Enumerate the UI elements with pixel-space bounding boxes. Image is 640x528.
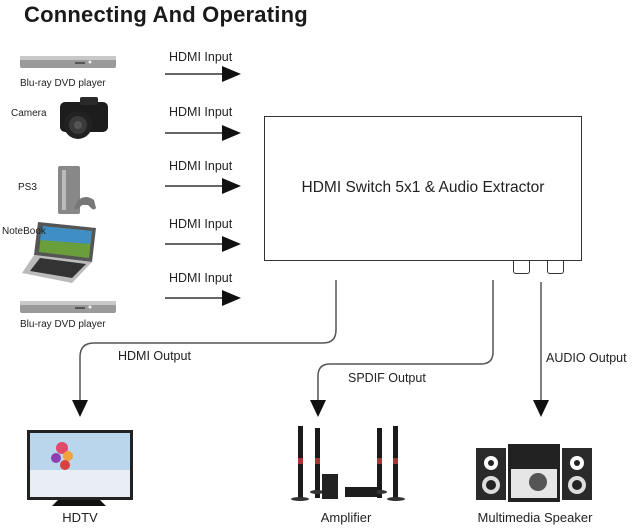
input-label-3: HDMI Input bbox=[169, 159, 233, 173]
input-arrow-3 bbox=[165, 178, 241, 194]
input-label-5: HDMI Input bbox=[169, 271, 233, 285]
output-device-label-3: Multimedia Speaker bbox=[477, 510, 593, 525]
audio-output-arrow bbox=[533, 282, 549, 417]
output-connection-label-2: SPDIF Output bbox=[348, 371, 426, 385]
input-arrow-2 bbox=[165, 125, 241, 141]
game-console-icon bbox=[58, 166, 96, 214]
bluray-player-icon bbox=[20, 56, 116, 68]
hdmi-switch-box: HDMI Switch 5x1 & Audio Extractor bbox=[264, 116, 582, 261]
output-connection-label-1: HDMI Output bbox=[118, 349, 191, 363]
input-arrow-5 bbox=[165, 290, 241, 306]
notebook-icon bbox=[22, 222, 96, 283]
output-device-label-1: HDTV bbox=[62, 510, 98, 525]
source-label-2: Camera bbox=[11, 108, 47, 119]
output-connection-label-3: AUDIO Output bbox=[546, 351, 627, 365]
input-label-4: HDMI Input bbox=[169, 217, 233, 231]
input-arrow-1 bbox=[165, 66, 241, 82]
hdmi-output-arrow bbox=[72, 280, 337, 417]
input-label-1: HDMI Input bbox=[169, 50, 233, 64]
camera-icon bbox=[60, 97, 108, 139]
spdif-port-icon bbox=[513, 261, 530, 274]
source-label-5: Blu-ray DVD player bbox=[20, 319, 106, 330]
diagram-title: Connecting And Operating bbox=[24, 2, 308, 27]
speaker-icon bbox=[476, 444, 592, 502]
source-label-1: Blu-ray DVD player bbox=[20, 78, 106, 89]
source-label-4: NoteBook bbox=[2, 226, 46, 237]
audio-port-icon bbox=[547, 261, 564, 274]
spdif-output-arrow bbox=[310, 280, 494, 417]
output-device-label-2: Amplifier bbox=[320, 510, 372, 525]
tv-icon bbox=[27, 430, 133, 506]
input-label-2: HDMI Input bbox=[169, 105, 233, 119]
amplifier-icon bbox=[291, 426, 405, 501]
input-arrow-4 bbox=[165, 236, 241, 252]
hdmi-switch-label: HDMI Switch 5x1 & Audio Extractor bbox=[301, 179, 545, 196]
bluray-player-icon bbox=[20, 301, 116, 313]
source-label-3: PS3 bbox=[18, 182, 37, 193]
